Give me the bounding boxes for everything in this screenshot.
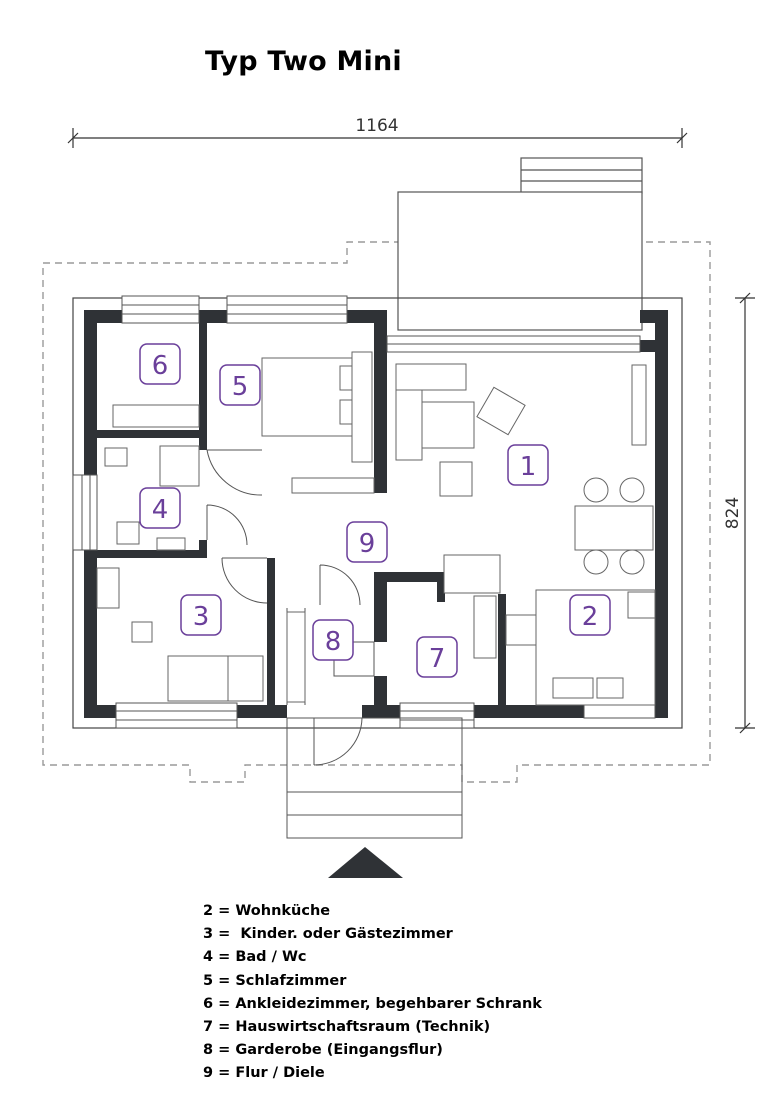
room-number: 3 bbox=[193, 602, 210, 632]
room-number: 2 bbox=[582, 602, 599, 632]
room-number: 6 bbox=[152, 351, 169, 381]
room-number: 4 bbox=[152, 495, 169, 525]
room-label-2: 2 bbox=[569, 594, 611, 636]
legend-item: 4 = Bad / Wc bbox=[203, 949, 307, 966]
entrance-arrow bbox=[328, 847, 403, 878]
depth-dimension bbox=[735, 292, 755, 734]
room-legend: 2 = Wohnküche 3 = Kinder. oder Gästezimm… bbox=[203, 900, 542, 1086]
room-label-8: 8 bbox=[312, 619, 354, 661]
room-label-1: 1 bbox=[507, 444, 549, 486]
legend-item: 3 = Kinder. oder Gästezimmer bbox=[203, 926, 453, 943]
room-label-7: 7 bbox=[416, 636, 458, 678]
room-label-9: 9 bbox=[346, 521, 388, 563]
legend-item: 5 = Schlafzimmer bbox=[203, 972, 347, 989]
furniture bbox=[96, 351, 656, 706]
legend-item: 9 = Flur / Diele bbox=[203, 1065, 325, 1082]
width-dimension bbox=[67, 128, 688, 148]
room-number: 9 bbox=[359, 529, 376, 559]
room-number: 5 bbox=[232, 372, 249, 402]
width-label: 1164 bbox=[355, 116, 398, 136]
room-label-3: 3 bbox=[180, 594, 222, 636]
legend-item: 6 = Ankleidezimmer, begehbarer Schrank bbox=[203, 995, 542, 1012]
terrace-pergola bbox=[397, 157, 643, 331]
legend-item: 7 = Hauswirtschaftsraum (Technik) bbox=[203, 1019, 491, 1036]
room-label-5: 5 bbox=[219, 364, 261, 406]
windows bbox=[72, 295, 656, 729]
floor-plan: 1164 824 bbox=[42, 116, 755, 878]
room-label-6: 6 bbox=[139, 343, 181, 385]
legend-item: 8 = Garderobe (Eingangsflur) bbox=[203, 1042, 443, 1059]
room-number: 7 bbox=[429, 644, 446, 674]
walls bbox=[84, 310, 668, 718]
legend-item: 2 = Wohnküche bbox=[203, 903, 331, 919]
entrance-steps bbox=[286, 717, 463, 839]
room-label-4: 4 bbox=[139, 487, 181, 529]
room-number: 1 bbox=[520, 452, 537, 482]
room-labels: 1 2 3 4 5 6 7 8 bbox=[139, 343, 611, 678]
plan-title: Typ Two Mini bbox=[205, 46, 402, 77]
depth-label: 824 bbox=[723, 497, 743, 529]
room-number: 8 bbox=[325, 627, 342, 657]
